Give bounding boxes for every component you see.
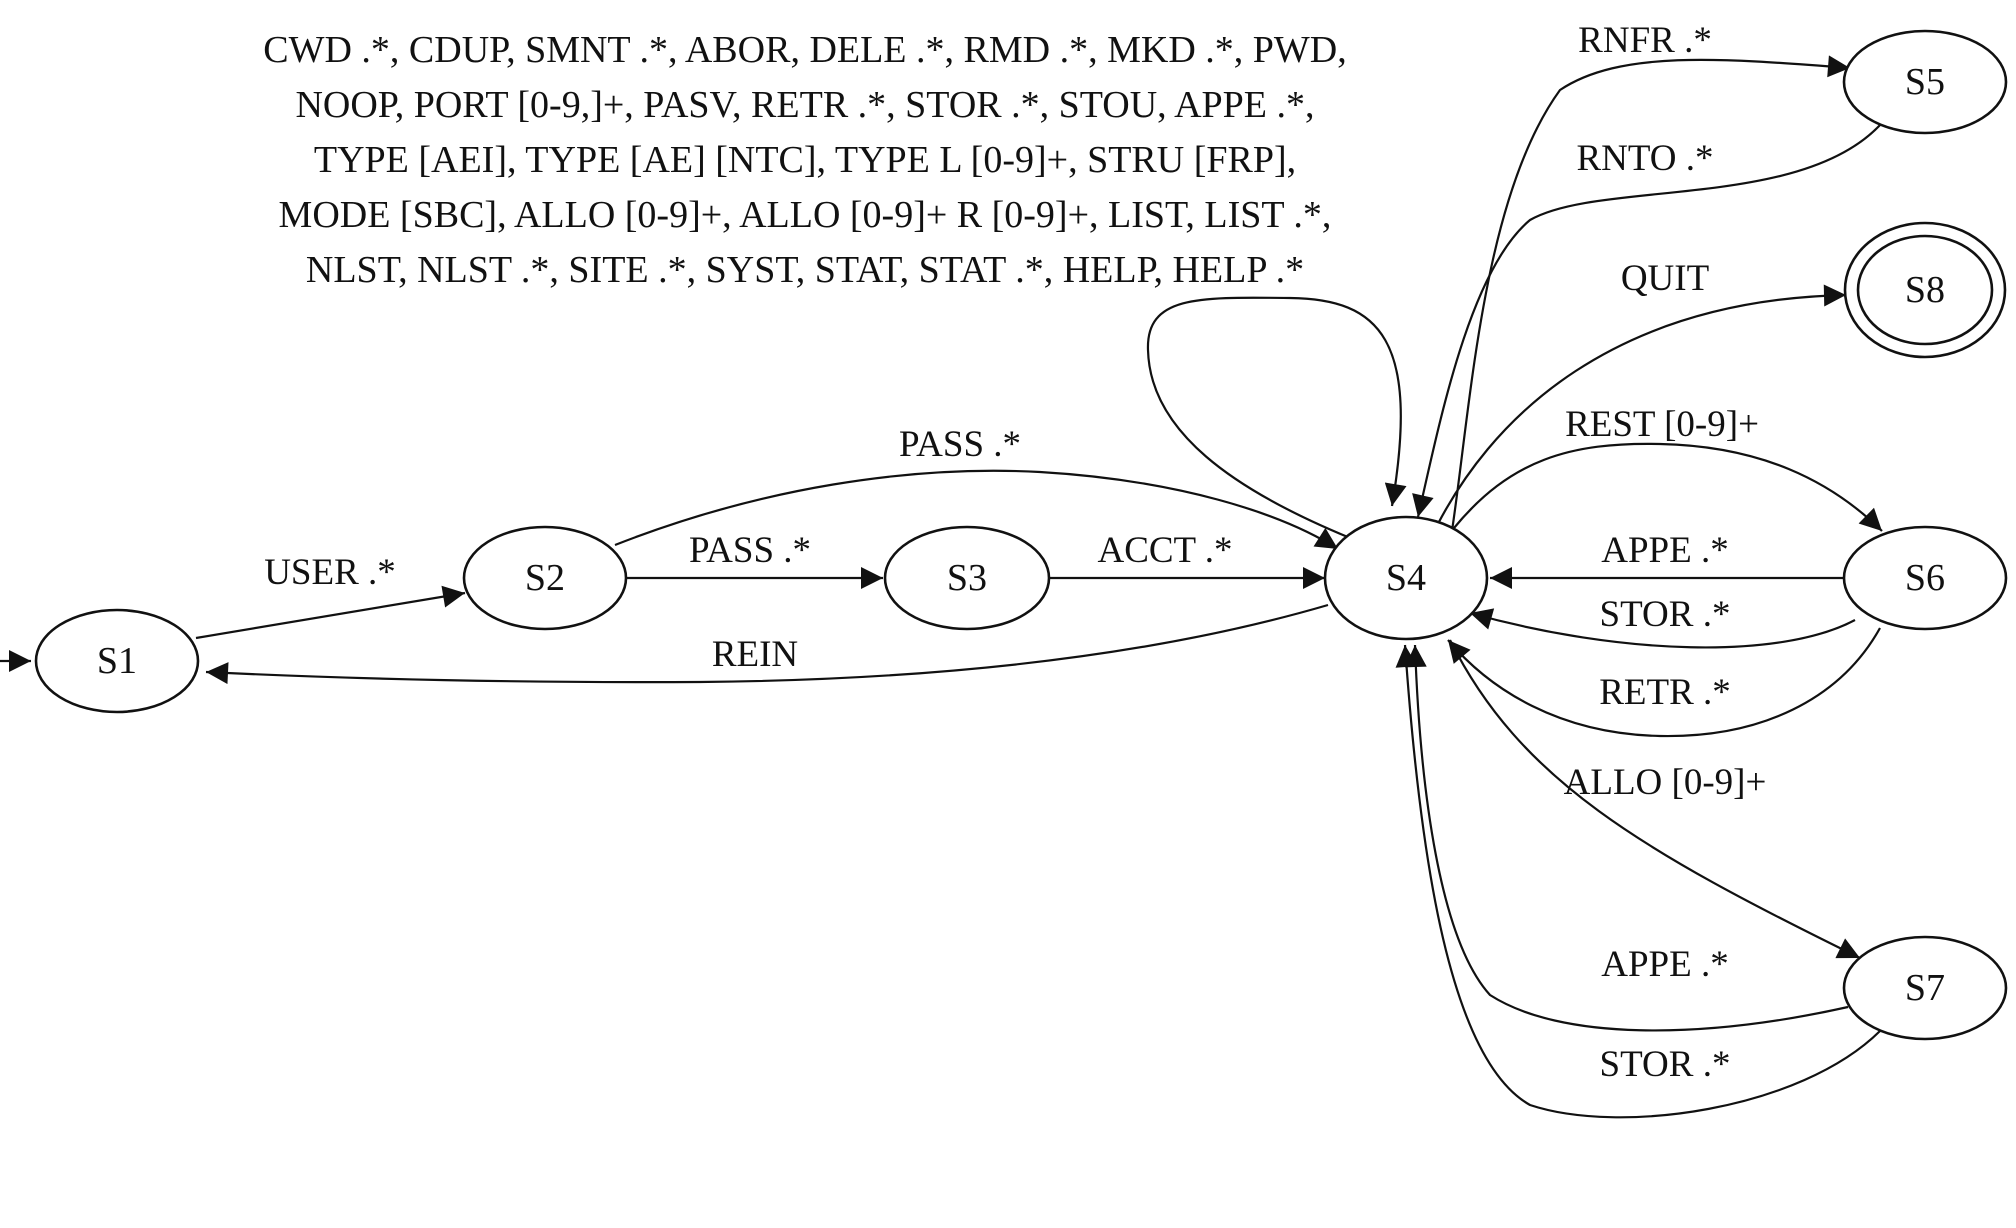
state-s3[interactable]: S3 — [883, 525, 1051, 631]
state-label-s8: S8 — [1905, 269, 1945, 311]
edge-s1-s2-user — [195, 585, 466, 640]
self-loop-label-line: NOOP, PORT [0-9,]+, PASV, RETR .*, STOR … — [295, 84, 1314, 126]
label-user: USER .* — [264, 552, 396, 593]
label-stor-s7: STOR .* — [1600, 1044, 1731, 1085]
state-s7[interactable]: S7 — [1842, 935, 2008, 1041]
state-s1[interactable]: S1 — [34, 608, 200, 714]
state-label-s7: S7 — [1905, 967, 1945, 1009]
edge-s6-s4-retr — [1447, 627, 1881, 738]
label-rest: REST [0-9]+ — [1565, 404, 1759, 445]
label-appe-s7: APPE .* — [1601, 944, 1728, 985]
label-rnfr: RNFR .* — [1578, 20, 1712, 61]
edge-s4-s8-quit — [1427, 284, 1847, 545]
label-pass-s2-s4: PASS .* — [899, 424, 1021, 465]
edge-s6-s4-stor — [1469, 608, 1856, 649]
label-acct: ACCT .* — [1097, 530, 1232, 571]
self-loop-label-line: TYPE [AEI], TYPE [AE] [NTC], TYPE L [0-9… — [314, 139, 1296, 181]
label-allo: ALLO [0-9]+ — [1564, 762, 1767, 803]
state-s5[interactable]: S5 — [1842, 29, 2008, 135]
state-label-s6: S6 — [1905, 557, 1945, 599]
edge-s5-s4-rnto — [1412, 124, 1881, 518]
state-s2[interactable]: S2 — [462, 525, 628, 631]
edge-s7-s4-appe — [1404, 644, 1849, 1032]
self-loop-label-line: NLST, NLST .*, SITE .*, SYST, STAT, STAT… — [306, 249, 1304, 291]
self-loop-label-line: CWD .*, CDUP, SMNT .*, ABOR, DELE .*, RM… — [263, 29, 1346, 71]
edge-s2-s4-pass — [614, 469, 1339, 550]
label-pass-s2-s3: PASS .* — [689, 530, 811, 571]
label-appe-s6: APPE .* — [1601, 530, 1728, 571]
state-label-s1: S1 — [97, 640, 137, 682]
state-label-s2: S2 — [525, 557, 565, 599]
edge-s4-s1-rein — [205, 603, 1329, 685]
edge-s4-s6-rest — [1453, 442, 1883, 532]
state-s8-final[interactable]: S8 — [1843, 221, 2007, 359]
edge-s7-s4-stor — [1395, 644, 1881, 1119]
state-s4[interactable]: S4 — [1323, 515, 1489, 641]
label-stor-s6: STOR .* — [1600, 594, 1731, 635]
label-quit: QUIT — [1621, 258, 1709, 299]
edge-s4-self-loop — [1146, 296, 1407, 544]
edge-s4-s7-allo — [1449, 639, 1861, 959]
label-rein: REIN — [712, 634, 798, 675]
self-loop-label-line: MODE [SBC], ALLO [0-9]+, ALLO [0-9]+ R [… — [279, 194, 1332, 236]
state-label-s3: S3 — [947, 557, 987, 599]
state-label-s4: S4 — [1386, 557, 1426, 599]
label-retr-s6: RETR .* — [1599, 672, 1731, 713]
edge-s4-s5-rnfr — [1448, 55, 1851, 545]
state-label-s5: S5 — [1905, 61, 1945, 103]
label-rnto: RNTO .* — [1576, 138, 1713, 179]
self-loop-label-block: CWD .*, CDUP, SMNT .*, ABOR, DELE .*, RM… — [263, 29, 1346, 291]
state-s6[interactable]: S6 — [1842, 525, 2008, 631]
